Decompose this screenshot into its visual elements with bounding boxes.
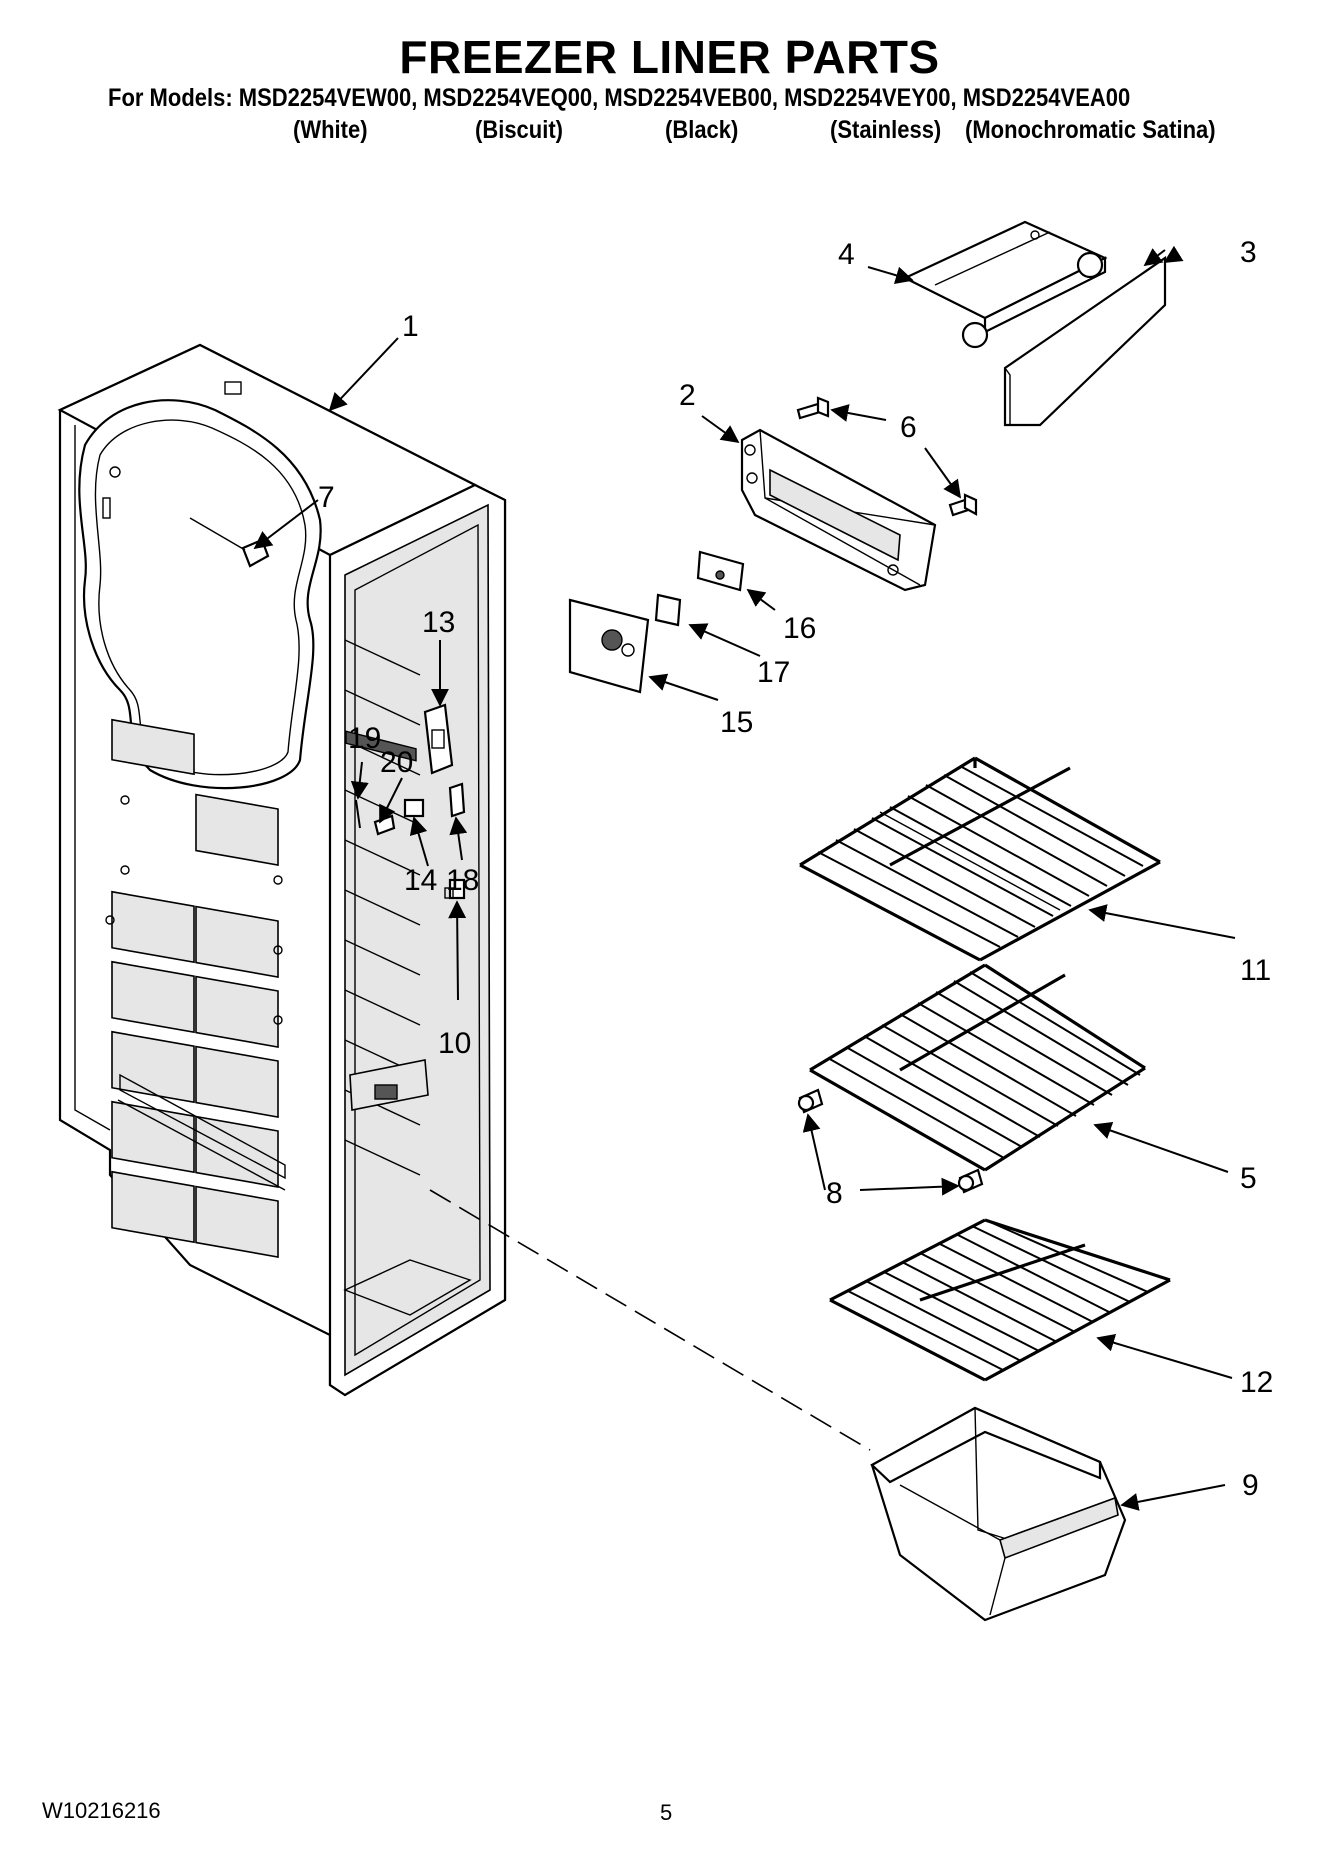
- part-3-panel: [1003, 255, 1167, 427]
- part-9-bin: [870, 1406, 1127, 1622]
- callout-16: 16: [783, 612, 816, 645]
- callout-4: 4: [838, 238, 855, 271]
- page-title: FREEZER LINER PARTS: [399, 31, 940, 83]
- part-13-housing: [423, 703, 454, 775]
- callout-2: 2: [679, 379, 696, 412]
- part-6-screws: [796, 396, 978, 517]
- variant-monochromatic-satina: (Monochromatic Satina): [965, 116, 1216, 144]
- callout-19: 19: [348, 722, 381, 755]
- variant-biscuit: (Biscuit): [475, 116, 563, 144]
- callout-20: 20: [380, 746, 413, 779]
- callout-5: 5: [1240, 1162, 1257, 1195]
- part-8-pegs: [797, 1088, 984, 1194]
- document-number: W10216216: [42, 1798, 161, 1823]
- callout-12: 12: [1240, 1366, 1273, 1399]
- callout-labels: 1 2 3 4 5 6 7 8 9 10 11 12 13 14 15 16 1…: [318, 236, 1273, 1502]
- callout-15: 15: [720, 706, 753, 739]
- callout-3: 3: [1240, 236, 1257, 269]
- part-5-shelf: [809, 963, 1146, 1172]
- callout-18: 18: [446, 864, 479, 897]
- freezer-liner: [57, 343, 507, 1397]
- variant-white: (White): [293, 116, 368, 144]
- page-number: 5: [660, 1800, 673, 1825]
- variant-stainless: (Stainless): [830, 116, 942, 144]
- callout-10: 10: [438, 1027, 471, 1060]
- callout-6: 6: [900, 411, 917, 444]
- models-line: For Models: MSD2254VEW00, MSD2254VEQ00, …: [108, 84, 1131, 112]
- guide-dashed-line: [429, 1189, 871, 1451]
- part-12-shelf: [829, 1218, 1171, 1382]
- part-19-wire: [355, 799, 361, 829]
- callout-9: 9: [1242, 1469, 1259, 1502]
- part-16-board: [696, 550, 745, 592]
- callout-1: 1: [402, 310, 419, 343]
- part-18-cover: [448, 782, 466, 818]
- callout-17: 17: [757, 656, 790, 689]
- callout-11: 11: [1240, 954, 1271, 987]
- part-2-housing: [740, 428, 937, 592]
- callout-13: 13: [422, 606, 455, 639]
- part-11-shelf: [799, 756, 1161, 962]
- part-4-bracket: [902, 220, 1108, 349]
- leader-lines: [253, 245, 1236, 1511]
- variant-black: (Black): [665, 116, 739, 144]
- part-10-connector: [444, 878, 466, 900]
- part-15-control: [568, 598, 650, 694]
- callout-7: 7: [318, 481, 335, 514]
- part-17-bracket: [654, 593, 682, 627]
- callout-14: 14: [404, 864, 437, 897]
- callout-8: 8: [826, 1177, 843, 1210]
- part-14-switch: [403, 798, 425, 818]
